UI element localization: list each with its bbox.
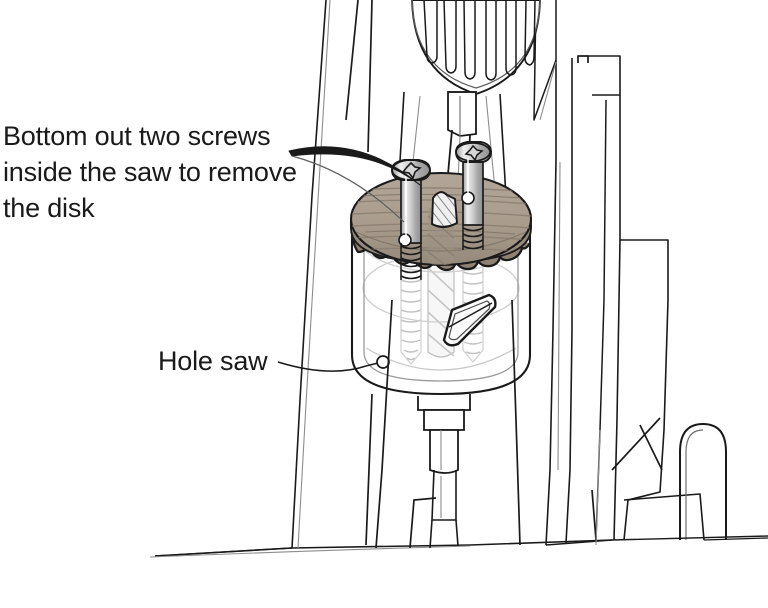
construction-lines (149, 0, 601, 558)
chuck-flutes (423, 0, 536, 81)
chuck-arbor (447, 91, 477, 137)
pilot-drill-bit (431, 191, 458, 229)
screw-threads-right (462, 227, 484, 250)
instruction-line-1: Bottom out two screws (3, 121, 271, 151)
saw-arbor-shaft (417, 394, 471, 549)
screw-left (391, 159, 431, 280)
phillips-cross-right (464, 144, 484, 162)
phillips-cross-left (401, 161, 422, 180)
drill-chuck (391, 0, 541, 301)
screw-right (455, 141, 492, 250)
hole-saw-body (350, 221, 532, 396)
plug-ejection-slot (442, 293, 497, 347)
leader-dot-terminator (376, 355, 390, 369)
main-instruction-text: Bottom out two screws inside the saw to … (3, 118, 297, 226)
screw-threads-left (400, 245, 422, 280)
hole-saw-label: Hole saw (158, 346, 268, 376)
saw-outer-wall (350, 221, 532, 396)
leader-main-instruction (288, 146, 421, 186)
instruction-line-3: the disk (3, 193, 95, 223)
foreground-post (375, 299, 521, 549)
instruction-line-2: inside the saw to remove (3, 157, 297, 187)
leader-main-secondary (291, 155, 405, 223)
drill-press-structure (154, 0, 768, 557)
